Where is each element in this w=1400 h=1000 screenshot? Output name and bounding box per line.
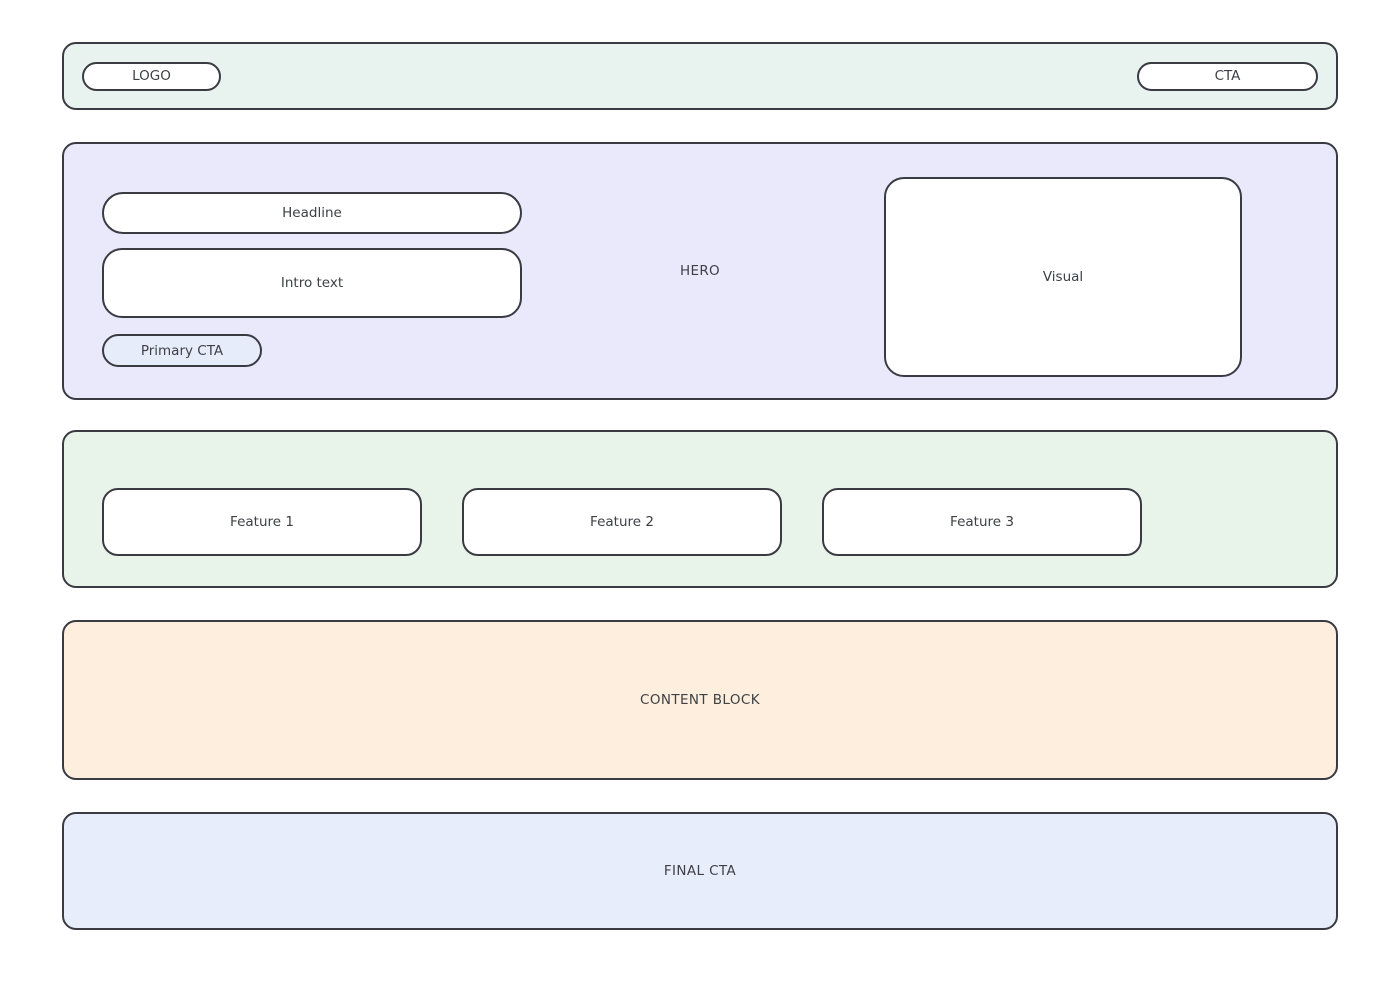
final-cta-label: FINAL CTA xyxy=(663,863,737,879)
hero-section: Headline Intro text Primary CTA HERO Vis… xyxy=(62,142,1338,400)
topbar-section: LOGO CTA xyxy=(62,42,1338,110)
header-cta-button[interactable]: CTA xyxy=(1137,61,1318,91)
primary-cta-button[interactable]: Primary CTA xyxy=(102,334,262,367)
feature-3-label: Feature 3 xyxy=(950,514,1014,530)
feature-1-label: Feature 1 xyxy=(230,514,294,530)
hero-label-text: HERO xyxy=(680,263,720,279)
feature-card-3: Feature 3 xyxy=(822,488,1142,556)
intro-text-box: Intro text xyxy=(102,248,522,318)
logo-pill[interactable]: LOGO xyxy=(82,61,221,91)
visual-label: Visual xyxy=(1042,269,1084,285)
feature-2-label: Feature 2 xyxy=(590,514,654,530)
logo-label: LOGO xyxy=(132,68,171,84)
features-section: Feature 1 Feature 2 Feature 3 xyxy=(62,430,1338,588)
intro-text-label: Intro text xyxy=(280,275,344,291)
content-block-section: CONTENT BLOCK xyxy=(62,620,1338,780)
headline-label: Headline xyxy=(282,205,342,221)
visual-placeholder-box: Visual xyxy=(884,177,1242,377)
content-block-label: CONTENT BLOCK xyxy=(640,692,760,708)
primary-cta-label: Primary CTA xyxy=(140,342,224,359)
feature-card-1: Feature 1 xyxy=(102,488,422,556)
final-cta-section[interactable]: FINAL CTA xyxy=(62,812,1338,930)
feature-card-2: Feature 2 xyxy=(462,488,782,556)
headline-box: Headline xyxy=(102,192,522,234)
header-cta-label: CTA xyxy=(1214,68,1241,84)
